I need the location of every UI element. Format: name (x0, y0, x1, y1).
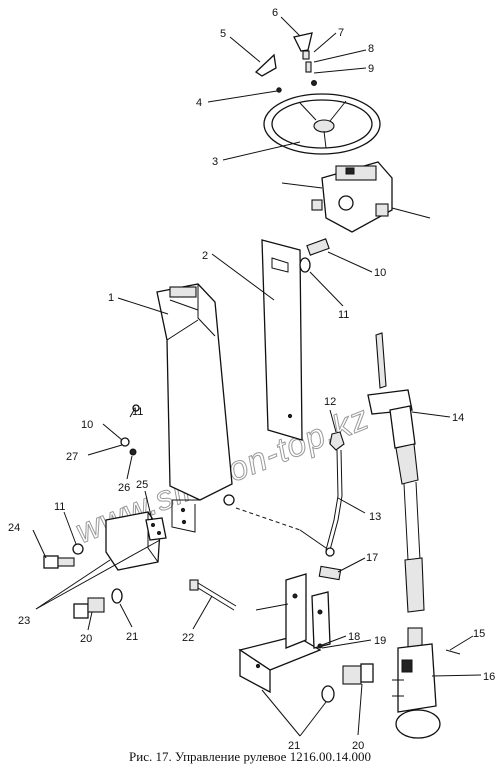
callout-20-left: 20 (80, 633, 92, 645)
callout-27: 27 (66, 451, 78, 463)
figure-caption: Рис. 17. Управление рулевое 1216.00.14.0… (129, 749, 371, 764)
callout-11-mid: 11 (132, 406, 143, 418)
dashed-axis (235, 507, 301, 531)
steering-pump (392, 627, 441, 739)
bolt-part-20-right (342, 663, 374, 685)
callout-26: 26 (118, 482, 130, 494)
callout-11-left: 11 (54, 501, 65, 513)
callout-17: 17 (366, 552, 378, 564)
callout-1: 1 (108, 292, 114, 304)
bolt-part-22 (189, 579, 237, 611)
gear-lever (299, 431, 345, 557)
callout-22: 22 (182, 632, 194, 644)
plate-part-25 (145, 517, 167, 541)
callout-2: 2 (202, 250, 208, 262)
wheel-cap (293, 32, 317, 86)
callout-16: 16 (483, 671, 495, 683)
clip-part-5 (254, 53, 277, 77)
callout-labels: 5 6 7 8 9 4 3 2 10 11 1 12 13 14 10 11 2… (8, 7, 495, 752)
callout-25: 25 (136, 479, 148, 491)
callout-18: 18 (348, 631, 360, 643)
pin-part-15 (445, 649, 461, 655)
callout-13: 13 (369, 511, 381, 523)
column-housing (156, 283, 235, 533)
callout-23: 23 (18, 615, 30, 627)
callout-24: 24 (8, 522, 20, 534)
washer-part-21-left (111, 588, 123, 604)
pin-part-4 (276, 87, 282, 93)
callout-12: 12 (324, 396, 336, 408)
callout-8: 8 (368, 43, 374, 55)
spacer-part-17 (318, 565, 342, 581)
base-bracket (238, 573, 331, 694)
bolt-part-24 (43, 555, 75, 569)
nut-part-18-19 (317, 643, 323, 649)
bracket-plate (261, 238, 330, 441)
callout-3: 3 (212, 156, 218, 168)
callout-5: 5 (220, 28, 226, 40)
callout-11-top: 11 (338, 309, 349, 321)
callout-10-top: 10 (374, 267, 386, 279)
column-switch-unit (281, 161, 431, 233)
callout-15: 15 (473, 628, 485, 640)
leader-lines (32, 16, 482, 737)
callout-14: 14 (452, 412, 464, 424)
callout-7: 7 (338, 27, 344, 39)
washer-part-11-left (72, 543, 84, 555)
callout-9: 9 (368, 63, 374, 75)
callout-10-left: 10 (81, 419, 93, 431)
callout-20-right: 20 (352, 740, 364, 752)
steering-shaft (367, 332, 425, 613)
callout-4: 4 (196, 97, 202, 109)
washer-part-21-right (321, 685, 335, 703)
callout-19: 19 (374, 635, 386, 647)
callout-21-left: 21 (126, 631, 138, 643)
callout-6: 6 (272, 7, 278, 19)
steering-wheel (263, 93, 381, 155)
callout-21-right: 21 (288, 740, 300, 752)
bolt-part-20-left (73, 597, 105, 619)
small-fasteners-26-27 (120, 404, 140, 456)
